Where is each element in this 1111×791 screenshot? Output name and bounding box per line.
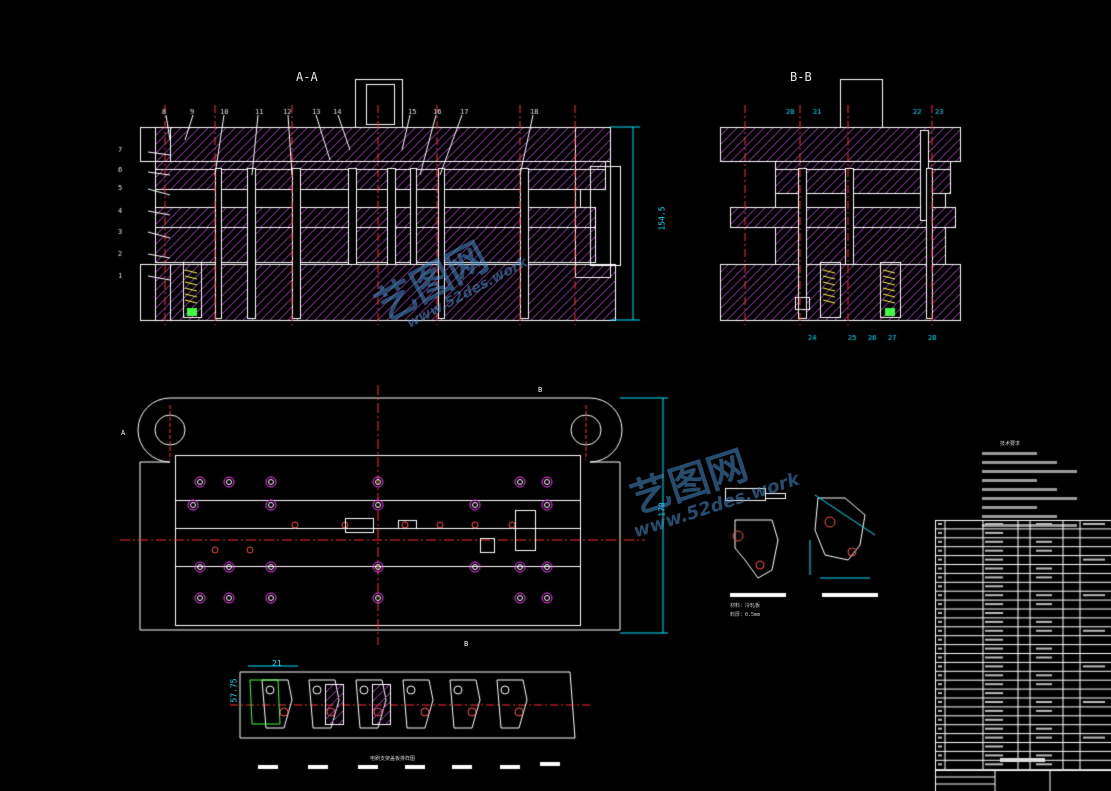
section-bb-label: B-B	[790, 70, 812, 84]
cut-a-marker: A	[121, 429, 126, 437]
cut-b-bottom-marker: B	[464, 640, 469, 648]
tech-requirements-title: 技术要求	[1000, 441, 1021, 447]
strip-width-dimension: 57.75	[229, 678, 239, 703]
part-caption-thickness: 料厚：0.5mm	[730, 612, 761, 618]
height-dimension: 154.5	[657, 206, 667, 231]
cut-b-top-marker: B	[538, 386, 543, 394]
section-aa-label: A-A	[296, 70, 318, 84]
strip-pitch-dimension: 21	[272, 659, 282, 668]
part-caption-material: 材料：冷轧板	[730, 603, 761, 609]
strip-layout-caption: 电刷支架盖板排样图	[370, 756, 416, 762]
